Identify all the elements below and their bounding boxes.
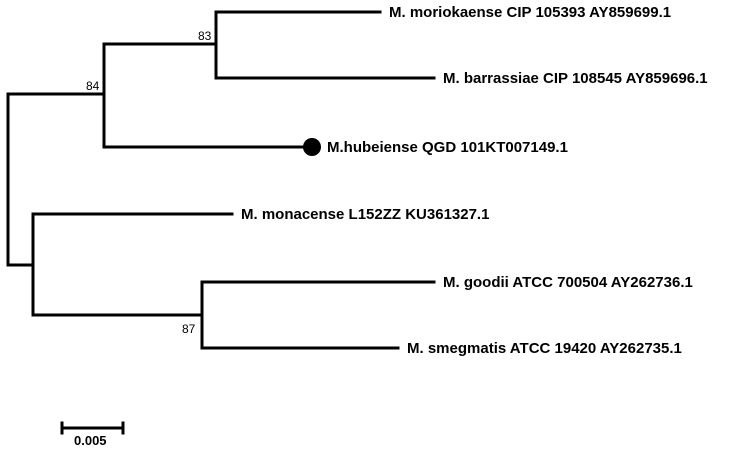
scale-bar: 0.005 [60,421,125,448]
scale-bar-label: 0.005 [74,433,107,448]
bootstrap-values: 83 84 87 [86,29,212,336]
bootstrap-value-84: 84 [86,79,100,93]
bootstrap-value-83: 83 [198,29,212,43]
leaf-label-hubeiense: M.hubeiense QGD 101KT007149.1 [327,139,568,156]
leaf-label-monacense: M. monacense L152ZZ KU361327.1 [241,206,489,223]
leaf-labels: M. moriokaense CIP 105393 AY859699.1 M. … [241,4,708,357]
leaf-label-smegmatis: M. smegmatis ATCC 19420 AY262735.1 [407,340,682,357]
leaf-label-goodii: M. goodii ATCC 700504 AY262736.1 [443,274,693,291]
leaf-label-moriokaense: M. moriokaense CIP 105393 AY859699.1 [389,4,671,21]
bootstrap-value-87: 87 [182,322,196,336]
hubeiense-marker-icon [303,138,321,156]
tree-branches [6,10,436,350]
leaf-label-barrassiae: M. barrassiae CIP 108545 AY859696.1 [443,70,708,87]
